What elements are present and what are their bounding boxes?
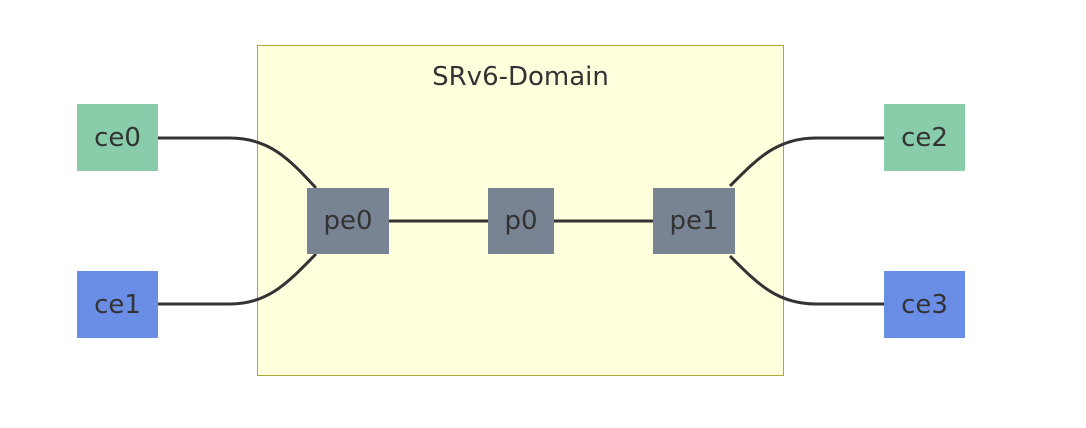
edge-ce0-pe0 bbox=[158, 136, 318, 190]
node-ce2: ce2 bbox=[884, 104, 965, 171]
edge-ce1-pe0 bbox=[158, 252, 318, 306]
domain-title: SRv6-Domain bbox=[432, 62, 609, 92]
node-ce3: ce3 bbox=[884, 271, 965, 338]
node-ce1: ce1 bbox=[77, 271, 158, 338]
node-p0: p0 bbox=[488, 188, 554, 254]
edge-pe1-ce2 bbox=[728, 136, 884, 188]
node-ce0: ce0 bbox=[77, 104, 158, 171]
node-pe1: pe1 bbox=[653, 188, 735, 254]
node-pe0: pe0 bbox=[307, 188, 389, 254]
edge-pe1-ce3 bbox=[728, 254, 884, 306]
